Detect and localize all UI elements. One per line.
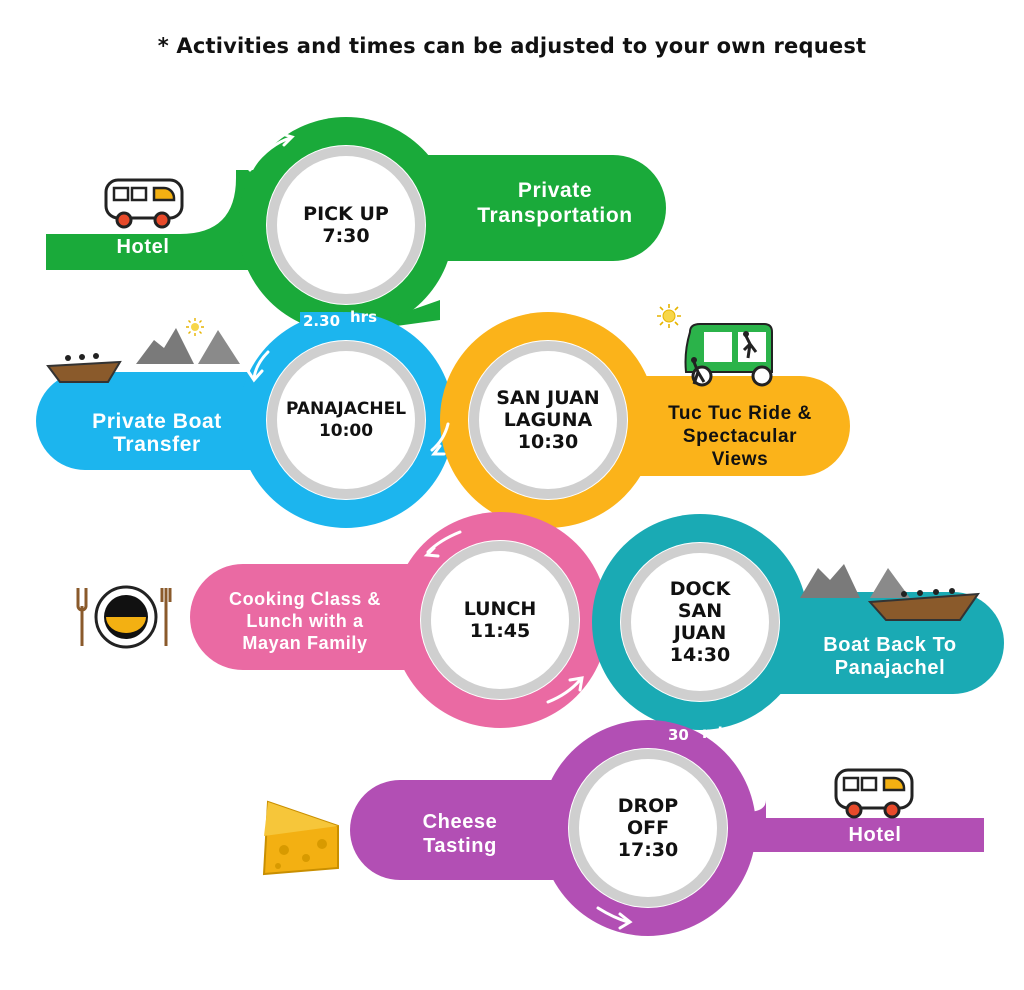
stop-lunch: LUNCH 11:45: [420, 540, 580, 700]
stop-line: SAN JUAN: [496, 387, 600, 409]
label-line: Panajachel: [834, 657, 946, 679]
label-line: Cheese: [422, 811, 498, 833]
stop-line: PICK UP: [303, 203, 389, 225]
duration-second-value: 30: [668, 726, 689, 744]
bus-icon: [104, 178, 184, 229]
label-line: Private: [517, 179, 593, 202]
stop-time: 10:00: [318, 421, 374, 441]
cheese-icon: [262, 800, 339, 876]
stop-line: PANAJACHEL: [285, 399, 407, 419]
stop-panajachel: PANAJACHEL 10:00: [266, 340, 426, 500]
private-transport-label: Private Transportation: [440, 178, 670, 228]
tuc-tuc-icon: [684, 323, 773, 387]
stop-line: JUAN: [673, 622, 727, 644]
label-line: Mayan Family: [242, 633, 368, 653]
stop-line: OFF: [626, 817, 670, 839]
stop-line: SAN: [677, 600, 723, 622]
label-line: Tuc Tuc Ride &: [668, 403, 812, 424]
hotel-end-label: Hotel: [848, 824, 902, 846]
duration-first-value: 2.30: [300, 312, 344, 330]
boat-icon: [46, 353, 122, 383]
boat-back-label: Boat Back To Panajachel: [795, 634, 985, 680]
label-line: Spectacular: [682, 426, 798, 447]
stop-time: 11:45: [469, 620, 531, 642]
duration-first-unit: hrs: [350, 308, 378, 326]
mountains-icon: [136, 328, 240, 364]
label-line: Transportation: [477, 204, 633, 227]
stop-line: LAGUNA: [503, 409, 593, 431]
adjustable-note: * Activities and times can be adjusted t…: [157, 34, 867, 58]
stop-line: LUNCH: [463, 598, 537, 620]
label-line: Cooking Class &: [228, 589, 382, 609]
label-line: Views: [711, 449, 769, 470]
cheese-tasting-label: Cheese Tasting: [390, 810, 530, 858]
stop-san-juan-laguna: SAN JUAN LAGUNA 10:30: [468, 340, 628, 500]
green-hotel-track: [46, 170, 270, 270]
cooking-class-label: Cooking Class & Lunch with a Mayan Famil…: [200, 588, 410, 654]
green-transport-band: [346, 155, 666, 261]
duration-second-unit: mins: [702, 724, 743, 742]
hotel-start-label: Hotel: [116, 236, 170, 258]
stop-pick-up: PICK UP 7:30: [266, 145, 426, 305]
label-line: Transfer: [113, 433, 201, 456]
stop-rings: [266, 145, 780, 908]
label-line: Boat Back To: [823, 634, 957, 656]
boat-icon: [800, 564, 980, 621]
stop-line: DROP: [617, 795, 679, 817]
bus-icon: [834, 768, 914, 819]
tuc-tuc-label: Tuc Tuc Ride & Spectacular Views: [640, 402, 840, 471]
stop-dock-san-juan: DOCK SAN JUAN 14:30: [620, 542, 780, 702]
label-line: Private Boat: [92, 410, 222, 433]
label-line: Tasting: [423, 835, 497, 857]
stop-time: 17:30: [617, 839, 679, 861]
stop-time: 14:30: [669, 644, 731, 666]
purple-hotel-track: [700, 800, 984, 852]
sun-icon: [657, 304, 681, 328]
direction-arrows: [246, 132, 633, 930]
plate-icon: [76, 585, 172, 649]
stop-time: 7:30: [322, 225, 370, 247]
stop-time: 10:30: [517, 431, 579, 453]
stop-line: DOCK: [669, 578, 731, 600]
sun-icon: [186, 318, 204, 336]
stop-drop-off: DROP OFF 17:30: [568, 748, 728, 908]
label-line: Lunch with a: [246, 611, 364, 631]
private-boat-label: Private Boat Transfer: [62, 410, 252, 456]
